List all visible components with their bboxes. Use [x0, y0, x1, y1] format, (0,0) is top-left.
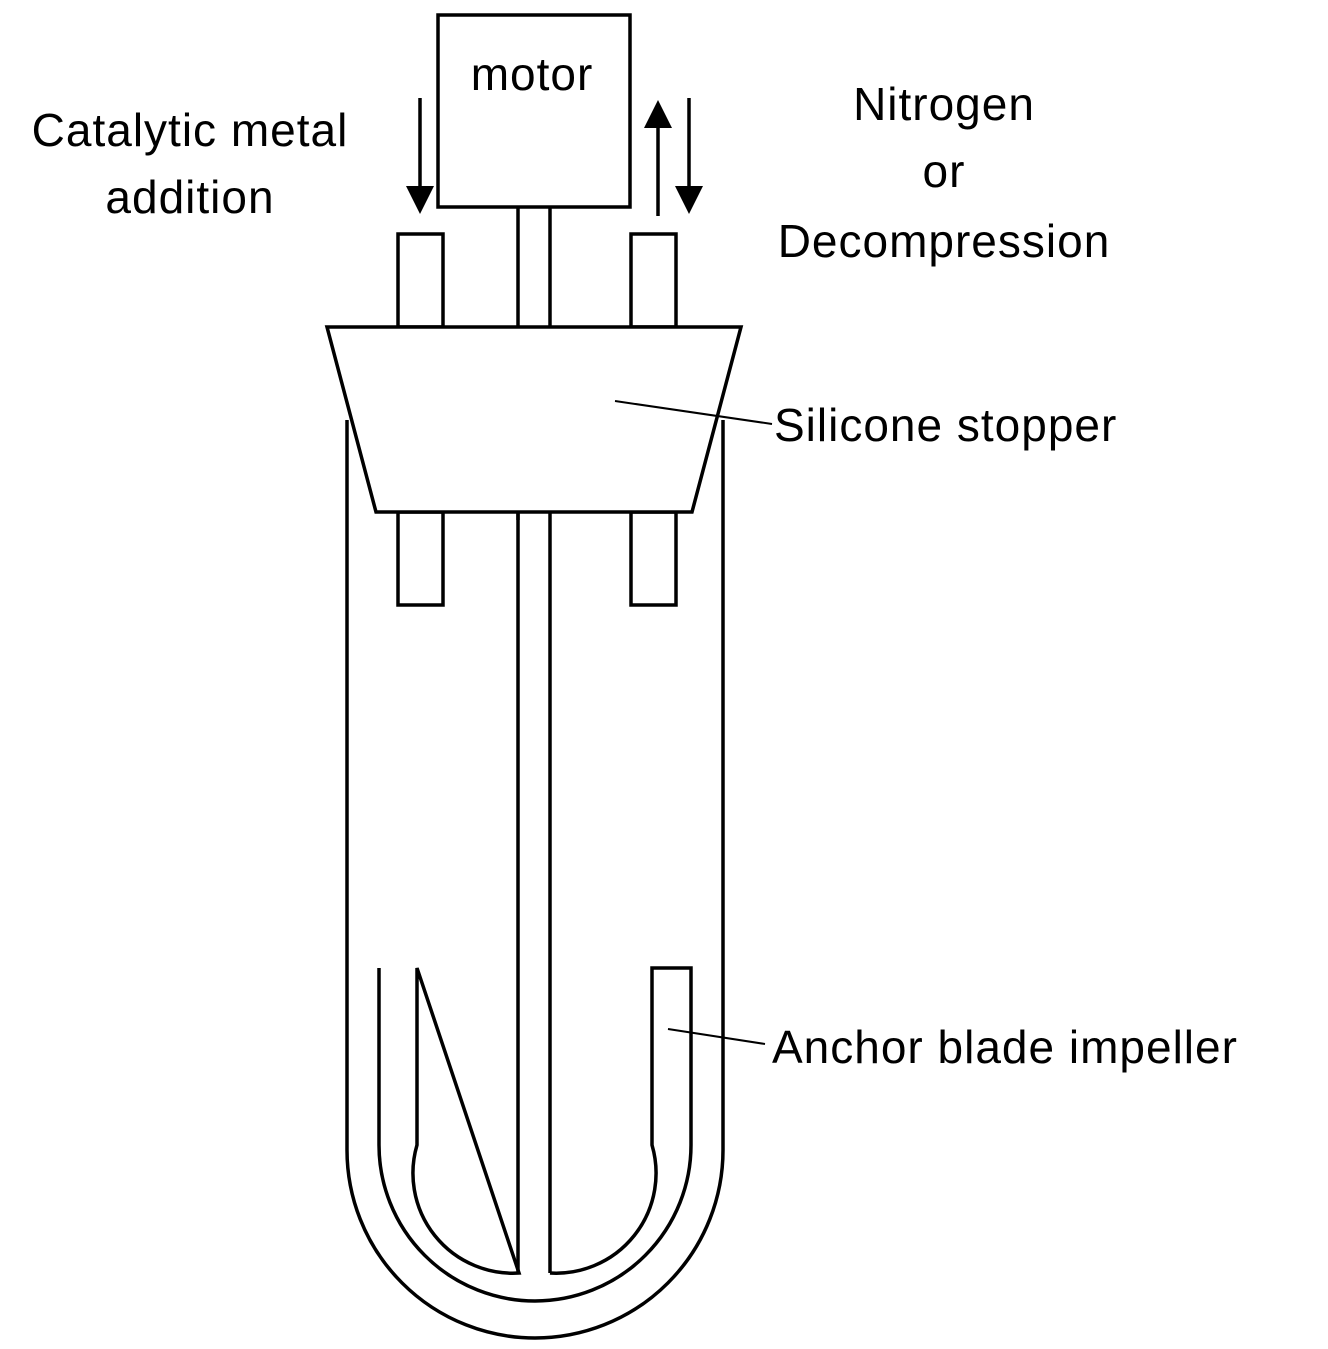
right-port-lower — [629, 510, 678, 607]
silicone-stopper-label: Silicone stopper — [774, 399, 1117, 451]
down-arrow-icon — [406, 98, 434, 214]
catalytic-metal-label: Catalytic metal — [32, 104, 349, 156]
motor-box — [436, 13, 632, 209]
impeller-leader-line — [667, 1028, 766, 1045]
left-port-upper — [396, 232, 445, 329]
decompression-label: Decompression — [778, 215, 1111, 267]
addition-label: addition — [105, 171, 274, 223]
left-port-lower — [396, 510, 445, 607]
reactor-vessel — [345, 420, 725, 1340]
anchor-blade-impeller — [377, 966, 693, 1303]
nitrogen-label: Nitrogen — [853, 78, 1035, 130]
stopper-leader-line — [614, 400, 773, 425]
right-port-upper — [629, 232, 678, 329]
motor-label: motor — [471, 48, 594, 100]
silicone-stopper — [324, 325, 744, 514]
down-arrow-icon — [675, 98, 703, 214]
or-label: or — [923, 145, 966, 197]
anchor-blade-impeller-label: Anchor blade impeller — [772, 1021, 1238, 1073]
up-arrow-icon — [644, 100, 672, 216]
